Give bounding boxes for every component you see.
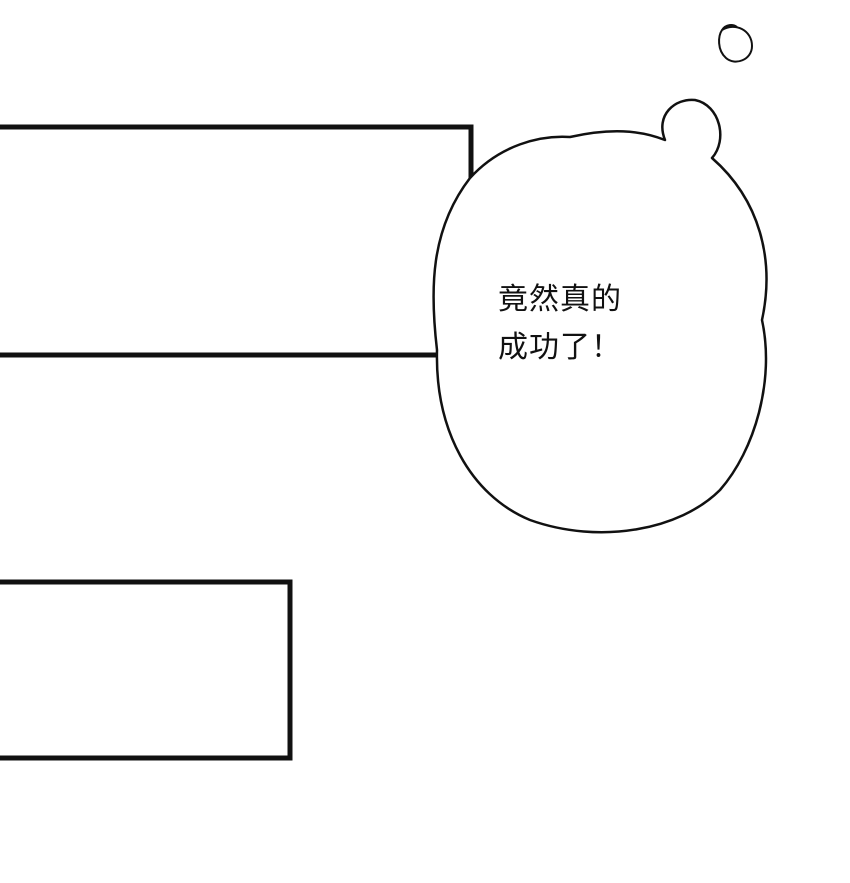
thought-circle bbox=[718, 24, 754, 63]
speech-bubble-text: 竟然真的 成功了！ bbox=[498, 276, 698, 372]
speech-line-2: 成功了！ bbox=[498, 330, 622, 365]
speech-line-1: 竟然真的 bbox=[498, 282, 622, 317]
speech-bubble-outline bbox=[432, 98, 768, 534]
panel-frame-bottom bbox=[0, 579, 293, 761]
panel-frame-top bbox=[0, 124, 474, 358]
